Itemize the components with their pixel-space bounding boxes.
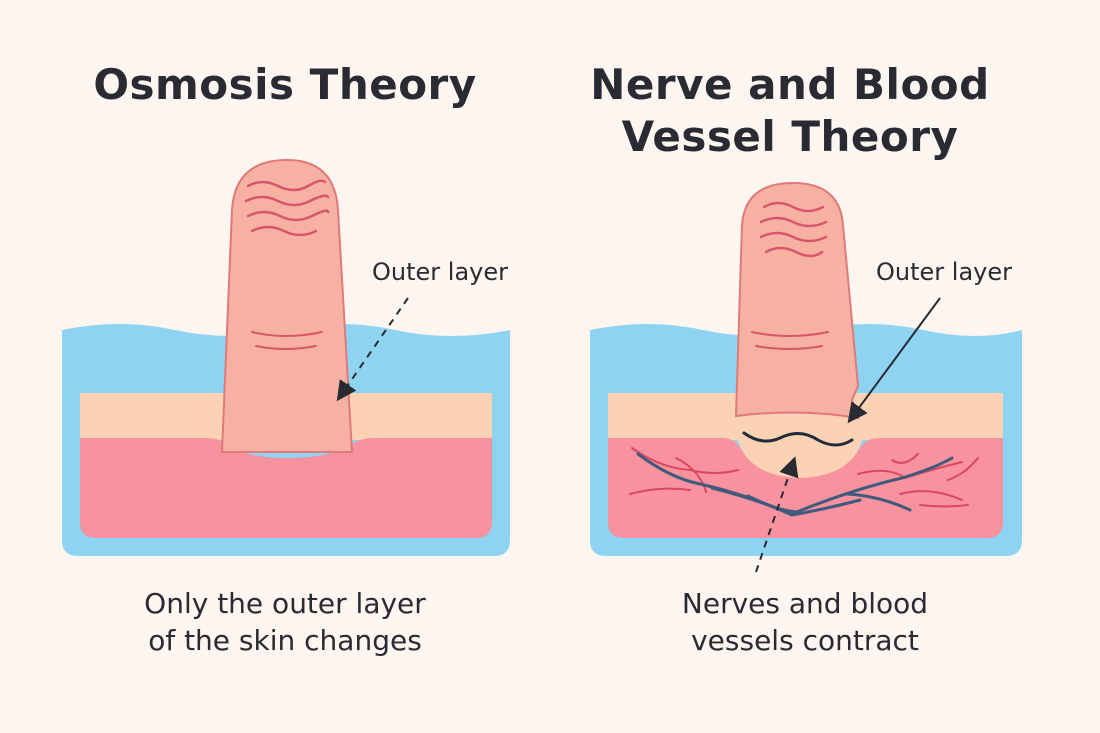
fingertip-wrinkles-right xyxy=(759,201,828,258)
finger-right xyxy=(734,181,860,420)
callout-outer-layer-right: Outer layer xyxy=(876,258,1012,286)
title-nerve-line-2: Vessel Theory xyxy=(621,112,959,161)
caption-osmosis-line-1: Only the outer layer xyxy=(144,587,426,620)
inner-tissue-left xyxy=(80,438,492,538)
knuckle-creases-right xyxy=(751,331,829,350)
knuckle-creases-left xyxy=(251,331,323,350)
finger-left xyxy=(220,158,354,453)
callout-arrow-right xyxy=(847,297,941,424)
caption-arrow-right xyxy=(755,456,799,573)
caption-osmosis-line-2: of the skin changes xyxy=(148,624,422,657)
caption-nerve-line-1: Nerves and blood xyxy=(681,587,929,620)
fingertip-wrinkles-left xyxy=(244,179,330,237)
nerve-vessel-panel xyxy=(590,181,1022,573)
blood-vessels xyxy=(629,447,979,508)
title-osmosis: Osmosis Theory xyxy=(93,60,477,109)
osmosis-panel xyxy=(62,158,510,556)
contracted-nerve-squiggle xyxy=(742,431,854,447)
caption-nerve-line-2: vessels contract xyxy=(691,624,919,657)
callout-outer-layer-left: Outer layer xyxy=(372,258,508,286)
finger-shrunk-area-right xyxy=(738,440,862,478)
title-nerve-line-1: Nerve and Blood xyxy=(590,60,990,109)
